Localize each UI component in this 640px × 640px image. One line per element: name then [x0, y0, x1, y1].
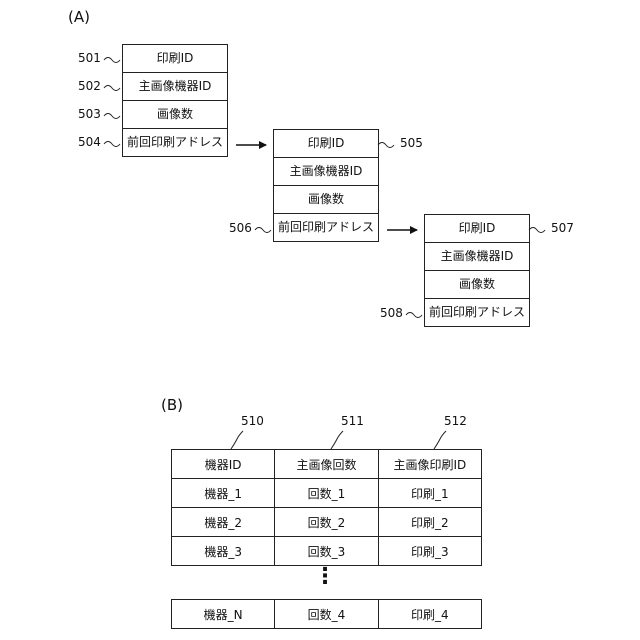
leader-512: [434, 431, 446, 449]
leader-505: [378, 143, 394, 148]
leader-503: [104, 114, 120, 119]
leader-502: [104, 86, 120, 91]
leader-510: [231, 431, 243, 449]
leader-511: [331, 431, 343, 449]
leader-506: [255, 228, 271, 233]
leader-508: [406, 313, 422, 318]
leader-501: [104, 58, 120, 63]
leader-504: [104, 142, 120, 147]
leader-507: [529, 228, 545, 233]
